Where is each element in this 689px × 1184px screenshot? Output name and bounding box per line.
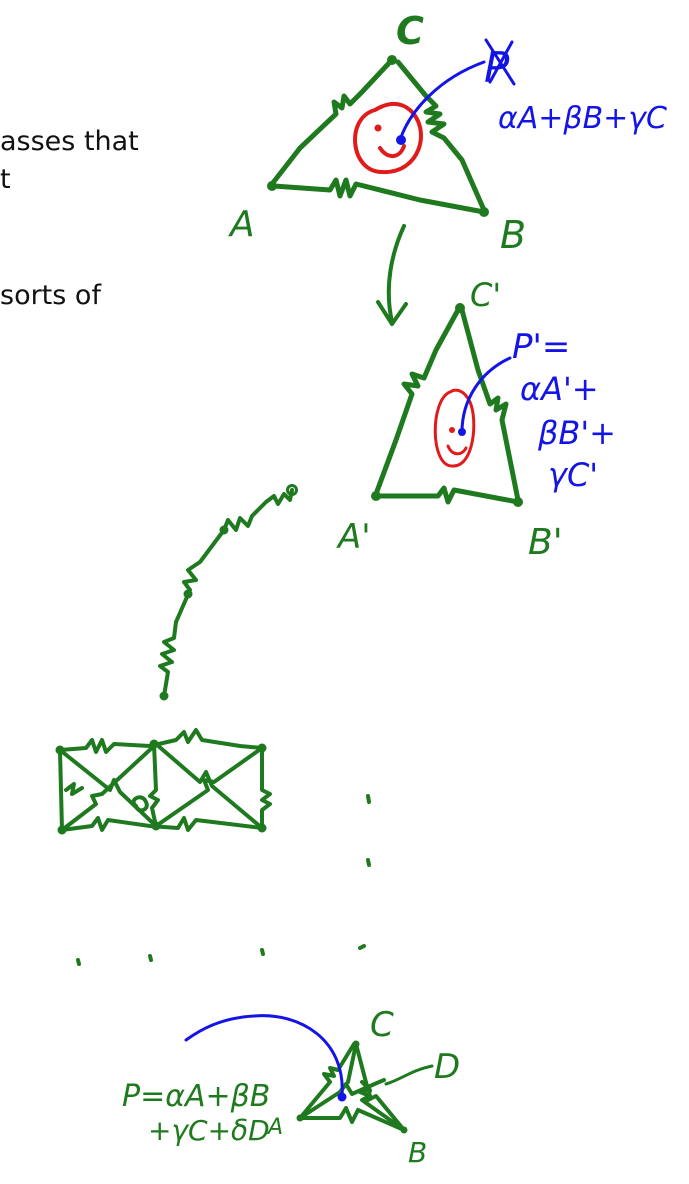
label-c-prime: C' — [470, 276, 501, 314]
face-prime-eye — [449, 427, 455, 433]
transform-arrow — [376, 224, 408, 326]
spring-chain-nodes — [159, 525, 229, 701]
formula-prime-2: αA'+ — [520, 370, 599, 408]
face-top — [353, 102, 423, 175]
label-b: B — [500, 213, 526, 257]
spring-chain-end — [286, 484, 298, 496]
mesh-rectangle — [58, 728, 272, 832]
line-to-d — [384, 1064, 434, 1086]
label-a-small: A — [266, 1115, 283, 1140]
triangle-abc-prime — [373, 307, 521, 505]
spring-ca-prime — [373, 307, 461, 497]
point-p-bottom — [337, 1092, 347, 1102]
triangle-abc — [269, 59, 487, 215]
node-c-prime — [455, 303, 465, 313]
face-top-eye — [374, 124, 382, 132]
spring-ab-prime — [375, 485, 521, 505]
slide-text-line-3: sorts of — [0, 280, 101, 311]
spring-cb — [395, 59, 487, 213]
slide-text-line-1: asses that — [0, 126, 139, 157]
pointer-prime — [460, 356, 512, 434]
face-prime — [433, 388, 476, 468]
label-p-struck: P — [484, 43, 510, 92]
label-a: A — [228, 204, 255, 245]
pointer-top — [398, 60, 486, 142]
node-a-prime — [371, 491, 381, 501]
ellipsis-marks — [76, 794, 371, 966]
formula-bottom-2: +γC+δD — [148, 1114, 270, 1147]
triangle-abcd-nodes — [296, 1040, 408, 1134]
node-a — [267, 181, 277, 191]
label-b-small: B — [408, 1136, 427, 1169]
label-c-small: C — [370, 1005, 394, 1045]
node-c — [387, 55, 397, 65]
formula-prime-3: βB'+ — [537, 414, 616, 452]
formula-prime-1: P'= — [512, 327, 570, 367]
spring-ab — [271, 177, 487, 215]
label-b-prime: B' — [528, 522, 563, 563]
slide-text-line-2: t — [0, 164, 11, 195]
spring-chain-curve — [158, 488, 294, 698]
formula-bottom-1: P=αA+βB — [122, 1079, 270, 1114]
spring-cb-prime — [459, 307, 521, 503]
spring-ca — [269, 59, 393, 187]
formula-prime-4: γC' — [548, 456, 598, 494]
label-a-prime: A' — [336, 517, 371, 557]
triangle-abcd — [298, 1042, 406, 1132]
formula-top: αA+βB+γC — [498, 101, 667, 136]
mesh-nodes — [55, 739, 267, 835]
strike-p — [484, 38, 516, 86]
triangle-abc-prime-nodes — [371, 303, 523, 507]
triangle-abc-nodes — [267, 55, 489, 217]
label-d-small: D — [434, 1047, 460, 1087]
point-p-top — [396, 135, 406, 145]
pointer-bottom — [184, 1014, 344, 1098]
node-b — [479, 207, 489, 217]
node-b-prime — [513, 497, 523, 507]
label-c: C — [396, 9, 424, 53]
point-p-prime — [458, 428, 466, 436]
